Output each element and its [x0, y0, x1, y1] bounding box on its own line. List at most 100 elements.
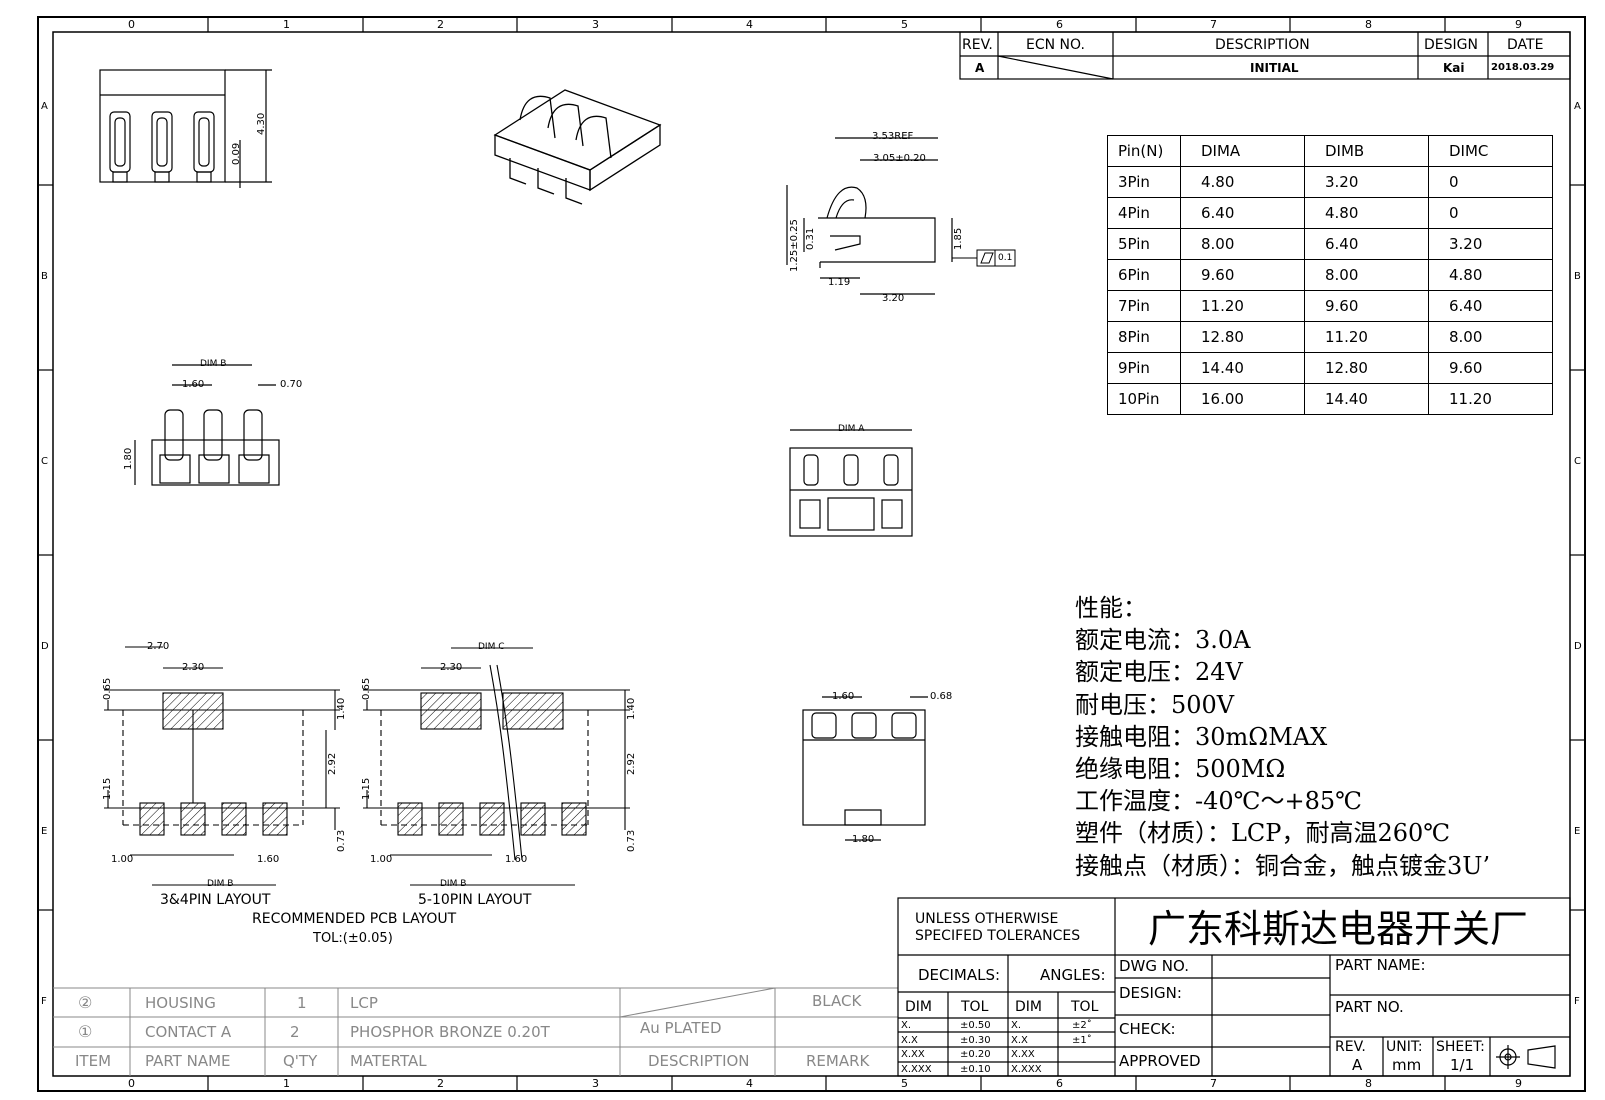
- date-header: DATE: [1507, 37, 1544, 53]
- pcb-left-292: 2.92: [327, 752, 338, 775]
- bom-row-item: ①: [78, 1022, 93, 1041]
- pcb-left-140: 1.40: [336, 697, 347, 720]
- row-label-a: A: [41, 101, 48, 112]
- table-cell: 6.40: [1180, 197, 1305, 229]
- design-label: DESIGN:: [1119, 984, 1182, 1002]
- bom-header-remark: REMARK: [806, 1052, 870, 1070]
- table-cell: 3.20: [1428, 228, 1553, 260]
- table-cell: 6.40: [1428, 290, 1553, 322]
- table-cell: 4.80: [1304, 197, 1429, 229]
- table-cell: 4.80: [1428, 259, 1553, 291]
- dim-side-125: 1.25±0.25: [789, 219, 800, 272]
- dim-bottom-068: 0.68: [930, 691, 953, 702]
- row-label-b-right: B: [1574, 271, 1581, 282]
- part-no-label: PART NO.: [1335, 998, 1404, 1016]
- table-cell: 4.80: [1180, 166, 1305, 198]
- pcb-left-caption: 3&4PIN LAYOUT: [160, 892, 271, 908]
- front-view-drawing: [789, 429, 913, 537]
- dim-side-305: 3.05±0.20: [873, 153, 926, 164]
- pcb-right-140: 1.40: [626, 697, 637, 720]
- dim-c-070: 0.70: [280, 379, 303, 390]
- table-cell: 11.20: [1180, 290, 1305, 322]
- col-label-4-bottom: 4: [746, 1077, 753, 1090]
- table-cell: 16.00: [1180, 383, 1305, 415]
- tolerance-title-1: UNLESS OTHERWISE: [915, 911, 1059, 927]
- unit-label: UNIT:: [1386, 1039, 1423, 1055]
- bom-row-qty: 1: [297, 994, 307, 1012]
- table-cell: 11.20: [1304, 321, 1429, 353]
- dim-col-label: DIM: [905, 999, 932, 1015]
- table-cell: 5Pin: [1107, 228, 1181, 260]
- row-label-e-right: E: [1574, 826, 1581, 837]
- pcb-left-073: 0.73: [336, 829, 347, 852]
- date-value: 2018.03.29: [1491, 62, 1555, 73]
- performance-line: 耐电压：500V: [1075, 690, 1235, 719]
- bom-header-material: MATERTAL: [350, 1052, 427, 1070]
- dim-front-dima: DIM A: [838, 424, 865, 434]
- rev-label: REV.: [1335, 1039, 1366, 1055]
- dim-side-185: 1.85: [953, 227, 964, 250]
- row-label-b: B: [41, 271, 48, 282]
- dec-row-dim: X.XXX: [901, 1064, 932, 1075]
- row-label-f: F: [41, 996, 47, 1007]
- unit-value: mm: [1392, 1056, 1422, 1074]
- performance-line: 接触电阻：30mΩMAX: [1075, 722, 1328, 751]
- table-cell: 14.40: [1180, 352, 1305, 384]
- performance-line: 额定电压：24V: [1075, 658, 1243, 687]
- bom-row-qty: 2: [290, 1023, 300, 1041]
- pcb-right-caption: 5-10PIN LAYOUT: [418, 892, 532, 908]
- table-cell: 14.40: [1304, 383, 1429, 415]
- ang-row-dim: X.X: [1011, 1035, 1028, 1046]
- row-label-a-right: A: [1574, 101, 1581, 112]
- tol-col-label: TOL: [961, 999, 989, 1015]
- dim-bottom-160: 1.60: [832, 691, 855, 702]
- pcb-left-160: 1.60: [257, 854, 280, 865]
- rev-header: REV.: [962, 37, 993, 53]
- col-label-1: 1: [283, 18, 290, 31]
- table-cell: 0: [1428, 197, 1553, 229]
- table-header: DIMA: [1180, 135, 1305, 167]
- performance-line: 额定电流：3.0A: [1075, 626, 1251, 655]
- col-label-3: 3: [592, 18, 599, 31]
- table-cell: 9Pin: [1107, 352, 1181, 384]
- row-label-d: D: [41, 641, 49, 652]
- rev-value-title: A: [1352, 1056, 1363, 1074]
- dec-row-dim: X.X: [901, 1035, 918, 1046]
- row-label-c-right: C: [1574, 456, 1581, 467]
- pcb-right-115: 1.15: [361, 777, 372, 800]
- col-label-5-bottom: 5: [901, 1077, 908, 1090]
- col-label-9: 9: [1515, 18, 1522, 31]
- table-cell: 6.40: [1304, 228, 1429, 260]
- dec-row-dim: X.XX: [901, 1049, 925, 1060]
- table-header-row: Pin(N) DIMA DIMB DIMC: [1107, 135, 1553, 167]
- table-cell: 9.60: [1304, 290, 1429, 322]
- col-label-2-bottom: 2: [437, 1077, 444, 1090]
- dim-side-119: 1.19: [828, 277, 851, 288]
- table-cell: 11.20: [1428, 383, 1553, 415]
- description-header: DESCRIPTION: [1215, 37, 1310, 53]
- flatness-symbol: [952, 249, 1016, 267]
- rev-value: A: [975, 61, 985, 75]
- pcb-left-100: 1.00: [111, 854, 134, 865]
- company-name: 广东科斯达电器开关厂: [1148, 907, 1529, 951]
- table-cell: 12.80: [1304, 352, 1429, 384]
- col-label-7: 7: [1210, 18, 1217, 31]
- dwg-no-label: DWG NO.: [1119, 957, 1189, 975]
- col-label-0: 0: [128, 18, 135, 31]
- bom-row-material: PHOSPHOR BRONZE 0.20T: [350, 1023, 550, 1041]
- dim-col-label-angles: DIM: [1015, 999, 1042, 1015]
- sheet-value: 1/1: [1450, 1056, 1475, 1074]
- bom-header-description: DESCRIPTION: [648, 1052, 750, 1070]
- row-label-e: E: [41, 826, 48, 837]
- performance-spec: 性能： 额定电流：3.0A 额定电压：24V 耐电压：500V 接触电阻：30m…: [1075, 592, 1490, 882]
- ang-row-tol: ±2˚: [1072, 1020, 1092, 1031]
- design-header: DESIGN: [1424, 37, 1478, 53]
- inner-frame: [52, 31, 1571, 1077]
- top-view-drawing: [99, 69, 272, 188]
- col-label-9-bottom: 9: [1515, 1077, 1522, 1090]
- ang-row-dim: X.: [1011, 1020, 1022, 1031]
- table-cell: 9.60: [1180, 259, 1305, 291]
- dec-row-tol: ±0.50: [960, 1020, 991, 1031]
